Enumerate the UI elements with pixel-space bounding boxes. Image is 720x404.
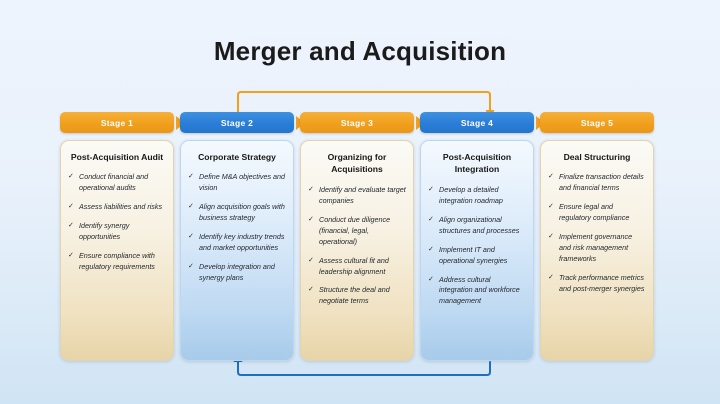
list-item-label: Implement governance and risk management…	[559, 232, 633, 264]
stage-header-2[interactable]: Stage 2	[180, 112, 305, 133]
check-icon: ✓	[428, 215, 434, 223]
list-item: ✓ Develop a detailed integration roadmap	[428, 185, 526, 207]
list-item-label: Track performance metrics and post-merge…	[559, 273, 645, 293]
list-item: ✓ Implement governance and risk managemen…	[548, 232, 646, 265]
list-item: ✓ Assess cultural fit and leadership alig…	[308, 256, 406, 278]
check-icon: ✓	[548, 233, 554, 241]
check-icon: ✓	[548, 173, 554, 181]
list-item: ✓ Develop integration and synergy plans	[188, 262, 286, 284]
stage-item-list-2: ✓ Define M&A objectives and vision ✓ Align…	[188, 172, 286, 284]
list-item-label: Align organizational structures and proc…	[439, 214, 520, 235]
check-icon: ✓	[548, 203, 554, 211]
stage-title-5: Deal Structuring	[563, 152, 631, 162]
stage-header-3[interactable]: Stage 3	[300, 112, 425, 133]
list-item: ✓ Structure the deal and negotiate terms	[308, 285, 406, 307]
stage-card-2: Corporate Strategy ✓ Define M&A objective…	[180, 140, 294, 361]
stage-card-4: Post-Acquisition Integration ✓ Develop a …	[420, 140, 534, 361]
list-item: ✓ Align acquisition goals with business s…	[188, 202, 286, 224]
stage-header-4[interactable]: Stage 4	[420, 112, 545, 133]
stage-header-label-4: Stage 4	[460, 117, 494, 128]
list-item-label: Define M&A objectives and vision	[199, 172, 286, 193]
list-item: ✓ Finalize transaction details and financ…	[548, 172, 646, 194]
stage-header-label-2: Stage 2	[220, 117, 254, 128]
check-icon: ✓	[548, 274, 554, 282]
list-item: ✓ Identify synergy opportunities	[68, 221, 166, 243]
list-item: ✓ Ensure compliance with regulatory requi…	[68, 251, 166, 273]
list-item-label: Ensure compliance with regulatory requir…	[79, 251, 155, 272]
list-item-label: Identify synergy opportunities	[79, 221, 130, 242]
list-item-label: Finalize transaction details and financi…	[559, 172, 644, 193]
stage-title-2: Corporate Strategy	[198, 152, 276, 162]
list-item-label: Assess liabilities and risks	[79, 202, 163, 212]
stage-column-3[interactable]: Stage 3 Organizing for Acquisitions ✓ Ide…	[300, 112, 425, 362]
list-item: ✓ Define M&A objectives and vision	[188, 172, 286, 194]
stage-header-label-1: Stage 1	[100, 117, 134, 128]
check-icon: ✓	[428, 275, 434, 283]
stage-title-1: Post-Acquisition Audit	[70, 152, 164, 162]
list-item-label: Develop a detailed integration roadmap	[439, 184, 503, 205]
stage-column-4[interactable]: Stage 4 Post-Acquisition Integration ✓ De…	[420, 112, 545, 362]
check-icon: ✓	[308, 286, 314, 294]
list-item-label: Align acquisition goals with business st…	[199, 202, 285, 223]
list-item-label: Address cultural integration and workfor…	[439, 274, 520, 306]
stage-card-5: Deal Structuring ✓ Finalize transaction d…	[540, 140, 654, 361]
stage-item-list-1: ✓ Conduct financial and operational audit…	[68, 172, 166, 273]
list-item-label: Conduct financial and operational audits	[79, 172, 149, 193]
check-icon: ✓	[188, 173, 194, 181]
check-icon: ✓	[188, 233, 194, 241]
stage-columns: Stage 1 Post-Acquisition Audit ✓ Conduct …	[60, 112, 664, 362]
list-item: ✓ Conduct financial and operational audit…	[68, 172, 166, 194]
list-item: ✓ Implement IT and operational synergies	[428, 245, 526, 267]
stage-header-label-3: Stage 3	[340, 117, 374, 128]
check-icon: ✓	[428, 185, 434, 193]
list-item: ✓ Align organizational structures and pro…	[428, 215, 526, 237]
list-item: ✓ Identify key industry trends and market…	[188, 232, 286, 254]
list-item: ✓ Address cultural integration and workfo…	[428, 275, 526, 308]
list-item-label: Ensure legal and regulatory compliance	[559, 202, 630, 223]
stage-header-5[interactable]: Stage 5	[540, 112, 654, 133]
list-item: ✓ Assess liabilities and risks	[68, 202, 166, 213]
check-icon: ✓	[428, 245, 434, 253]
page-title: Merger and Acquisition	[213, 36, 507, 66]
stage-item-list-5: ✓ Finalize transaction details and financ…	[548, 172, 646, 294]
stage-column-2[interactable]: Stage 2 Corporate Strategy ✓ Define M&A o…	[180, 112, 305, 362]
list-item: ✓ Ensure legal and regulatory compliance	[548, 202, 646, 224]
check-icon: ✓	[188, 203, 194, 211]
check-icon: ✓	[68, 173, 74, 181]
list-item: ✓ Track performance metrics and post-merg…	[548, 273, 646, 295]
stage-title-4: Post-Acquisition Integration	[442, 152, 512, 175]
stage-item-list-3: ✓Identify and evaluate target companies …	[308, 185, 406, 307]
list-item-label: Implement IT and operational synergies	[439, 244, 508, 265]
check-icon: ✓	[308, 215, 314, 223]
check-icon: ✓	[68, 252, 74, 260]
check-icon: ✓	[308, 256, 314, 264]
stage-column-5[interactable]: Stage 5 Deal Structuring ✓ Finalize trans…	[540, 112, 654, 362]
stage-column-1[interactable]: Stage 1 Post-Acquisition Audit ✓ Conduct …	[60, 112, 185, 362]
list-item-label: Conduct due diligence (financial, legal,…	[319, 214, 391, 246]
stage-title-3: Organizing for Acquisitions	[327, 152, 387, 175]
list-item-label: Identify key industry trends and market …	[199, 232, 285, 253]
list-item: ✓ Identify and evaluate target companies	[308, 185, 406, 207]
stage-header-1[interactable]: Stage 1	[60, 112, 185, 133]
stage-item-list-4: ✓Develop a detailed integration roadmap …	[428, 185, 526, 307]
check-icon: ✓	[68, 203, 74, 211]
check-icon: ✓	[68, 222, 74, 230]
stage-header-label-5: Stage 5	[580, 117, 614, 128]
list-item-label: Develop integration and synergy plans	[199, 262, 275, 283]
list-item-label: Assess cultural fit and leadership align…	[319, 255, 389, 276]
list-item: ✓ Conduct due diligence (financial, legal…	[308, 215, 406, 248]
stage-card-3: Organizing for Acquisitions ✓ Identify an…	[300, 140, 414, 361]
check-icon: ✓	[188, 263, 194, 271]
stage-card-1: Post-Acquisition Audit ✓ Conduct financia…	[60, 140, 174, 361]
list-item-label: Identify and evaluate target companies	[319, 184, 406, 205]
list-item-label: Structure the deal and negotiate terms	[319, 285, 390, 306]
check-icon: ✓	[308, 185, 314, 193]
